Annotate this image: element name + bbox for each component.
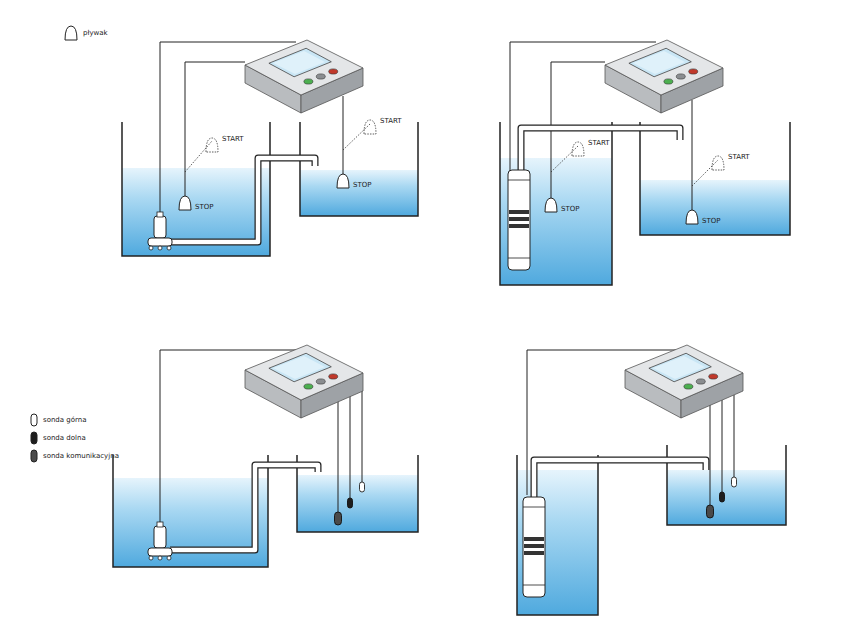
- legend-entry: sonda dolna: [30, 431, 86, 445]
- level-label: START: [380, 117, 402, 126]
- legend-entry: sonda górna: [30, 413, 87, 427]
- legend-symbol: [30, 449, 38, 463]
- legend-entry: sonda komunikacyjna: [30, 449, 119, 463]
- level-label: STOP: [195, 203, 213, 212]
- legend-text: sonda dolna: [43, 434, 86, 442]
- level-label: START: [728, 153, 750, 162]
- legend-text: sonda komunikacyjna: [43, 452, 119, 460]
- legend-symbol: [64, 25, 78, 41]
- legend-text: sonda górna: [43, 416, 87, 424]
- level-label: STOP: [353, 181, 371, 190]
- legend-entry: pływak: [64, 25, 108, 41]
- level-label: STOP: [561, 205, 579, 214]
- legend-symbol: [30, 431, 38, 445]
- legend-symbol: [30, 413, 38, 427]
- level-label: START: [588, 139, 610, 148]
- legend-text: pływak: [83, 29, 108, 37]
- level-label: START: [222, 135, 244, 144]
- level-label: STOP: [702, 217, 720, 226]
